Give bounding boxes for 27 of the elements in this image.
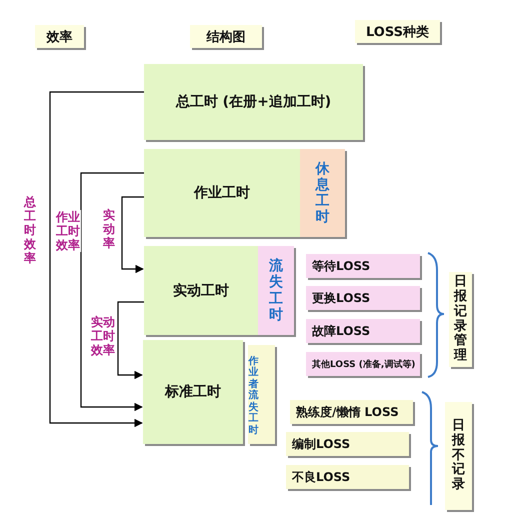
loss-box: 故障LOSS [306,319,420,343]
loss-box: 熟练度/懒惰 LOSS [290,400,413,424]
heading-box: 结构图 [190,25,262,48]
edge-label: 总工时效率 [23,195,37,265]
edge-label: 实动率 [102,208,116,250]
category-box: 日报不记录 [445,402,472,510]
edge-label: 实动工时效率 [90,315,116,357]
arrow [80,172,144,412]
loss-box: 等待LOSS [306,254,420,278]
loss-box: 不良LOSS [286,465,409,489]
loss-box: 编制LOSS [286,432,409,456]
process-box: 标准工时 [143,340,243,444]
arrow [121,196,144,274]
process-box: 流失工时 [258,246,294,335]
loss-box: 更换LOSS [306,286,420,310]
loss-box: 其他LOSS (准备,调试等) [306,352,420,376]
process-box: 休息工时 [300,149,345,237]
heading-box: LOSS种类 [355,20,440,43]
process-box: 总工时 (在册+追加工时) [144,64,363,140]
arrow [49,91,144,428]
process-box: 作业工时 [144,149,300,237]
category-box: 日报记录管理 [449,272,472,367]
process-box: 实动工时 [144,246,258,335]
arrow [117,301,144,380]
edge-label: 作业工时效率 [55,210,81,252]
heading-box: 效率 [35,25,84,48]
process-box: 作业者流失工时 [248,345,275,444]
